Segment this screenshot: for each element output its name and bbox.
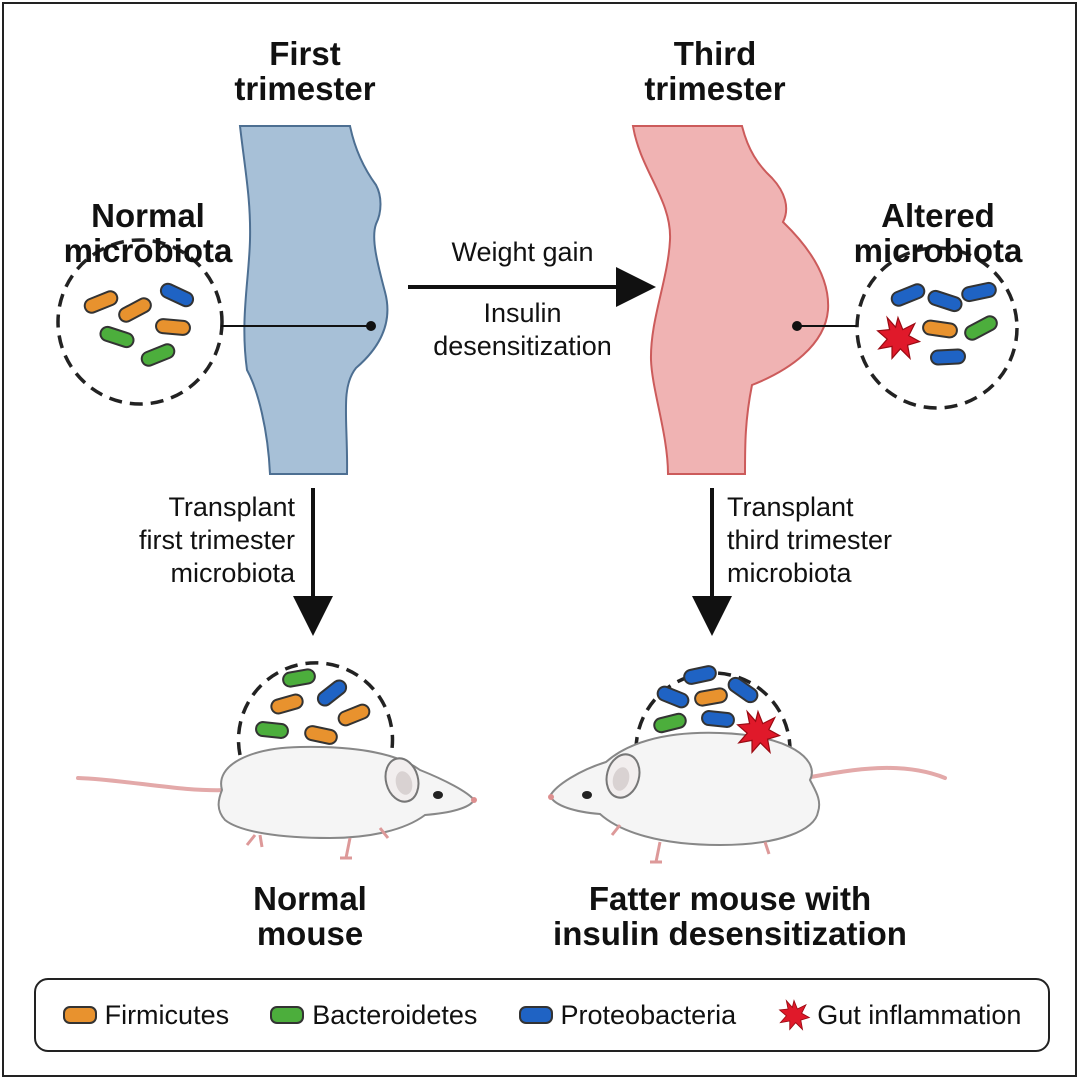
normal-microbiota-circle [56,238,224,406]
altered-microbiota-title: Altered microbiota [853,197,1023,269]
inflammation-star-icon [778,999,811,1031]
fatter-mouse [548,731,947,864]
normal-pointer-dot [366,321,376,331]
altered-bacteria [890,281,998,366]
transplant-first-label: Transplant first trimester microbiota [138,492,295,588]
normal-mouse-microbiota-arc [236,661,395,756]
legend-inflammation: Gut inflammation [777,998,1021,1032]
insulin-desensitization-label: Insulin desensitization [433,298,612,361]
normal-mouse-title: Normal mouse [253,880,367,952]
legend-inflammation-label: Gut inflammation [817,999,1022,1030]
fatter-mouse-bacteria [653,665,759,734]
first-trimester-body [238,125,389,475]
proteobacteria-swatch [518,1006,553,1024]
altered-inflammation-star [876,317,921,359]
altered-pointer-dot [792,321,802,331]
legend-proteobacteria: Proteobacteria [518,999,737,1031]
bacteroidetes-swatch [270,1006,305,1024]
legend-firmicutes: Firmicutes [62,999,230,1031]
normal-mouse [76,745,477,860]
legend-firmicutes-label: Firmicutes [104,999,230,1030]
altered-microbiota-circle [855,246,1019,410]
weight-gain-label: Weight gain [451,237,594,267]
normal-mouse-bacteria [255,668,371,745]
fatter-mouse-title: Fatter mouse with insulin desensitizatio… [553,880,907,952]
transplant-third-label: Transplant third trimester microbiota [727,492,893,588]
third-trimester-title: Third trimester [644,35,786,107]
legend: Firmicutes Bacteroidetes Proteobacteria … [34,978,1050,1052]
legend-bacteroidetes: Bacteroidetes [270,1000,477,1031]
legend-proteobacteria-label: Proteobacteria [560,999,737,1030]
normal-bacteria [83,282,195,367]
normal-microbiota-title: Normal microbiota [63,197,233,269]
third-trimester-body [631,125,830,475]
legend-bacteroidetes-label: Bacteroidetes [312,999,478,1030]
first-trimester-title: First trimester [234,35,376,107]
firmicutes-swatch [62,1006,97,1024]
